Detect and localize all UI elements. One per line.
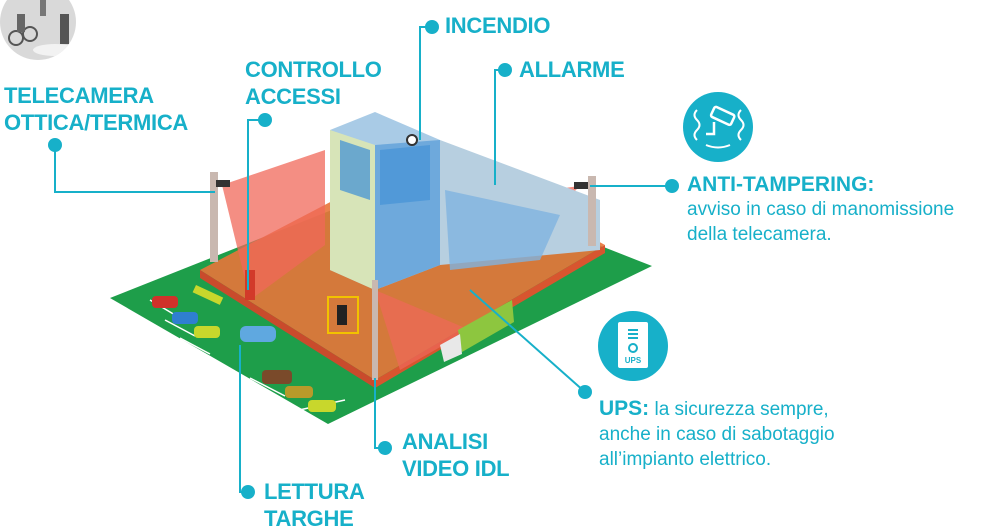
anti-tampering-title: ANTI-TAMPERING: — [687, 173, 875, 196]
label-allarme: ALLARME — [519, 57, 625, 82]
building — [330, 112, 600, 290]
ups-text: anche in caso di sabotaggio — [599, 424, 835, 445]
ups-text: la sicurezza sempre, — [654, 399, 829, 420]
ups-title: UPS: — [599, 397, 650, 420]
anti-tampering-text: della telecamera. — [687, 224, 832, 245]
label-line: ANALISI — [402, 429, 488, 454]
svg-text:UPS: UPS — [625, 356, 642, 365]
label-lettura-targhe: LETTURA TARGHE — [264, 478, 365, 528]
label-line: TELECAMERA — [4, 83, 154, 108]
thermal-camera-photo — [0, 0, 76, 60]
camera-pole-left — [210, 172, 218, 262]
label-line: LETTURA — [264, 479, 365, 504]
truck — [458, 300, 514, 352]
label-line: TARGHE — [264, 506, 354, 528]
camera-pole-right — [588, 176, 596, 246]
label-line: CONTROLLO — [245, 57, 382, 82]
label-analisi-video: ANALISI VIDEO IDL — [402, 428, 510, 482]
callout-dots — [48, 20, 679, 499]
camera-cone-front — [375, 290, 470, 370]
label-line: VIDEO IDL — [402, 456, 510, 481]
anti-tampering-text: avviso in caso di manomissione — [687, 199, 955, 220]
label-incendio: INCENDIO — [445, 13, 551, 38]
shaking-camera-icon — [683, 92, 753, 162]
label-telecamera: TELECAMERA OTTICA/TERMICA — [4, 82, 188, 136]
ups-text: all’impianto elettrico. — [599, 449, 772, 470]
label-line: OTTICA/TERMICA — [4, 110, 189, 135]
label-controllo-accessi: CONTROLLO ACCESSI — [245, 56, 382, 110]
parked-cars — [152, 296, 336, 412]
anti-tampering-callout: ANTI-TAMPERING: avviso in caso di manomi… — [687, 172, 954, 247]
intruder-detection-box — [327, 296, 359, 334]
ups-callout: UPS: la sicurezza sempre, anche in caso … — [599, 396, 835, 472]
ups-battery-icon: UPS — [598, 311, 668, 381]
label-line: ACCESSI — [245, 84, 341, 109]
